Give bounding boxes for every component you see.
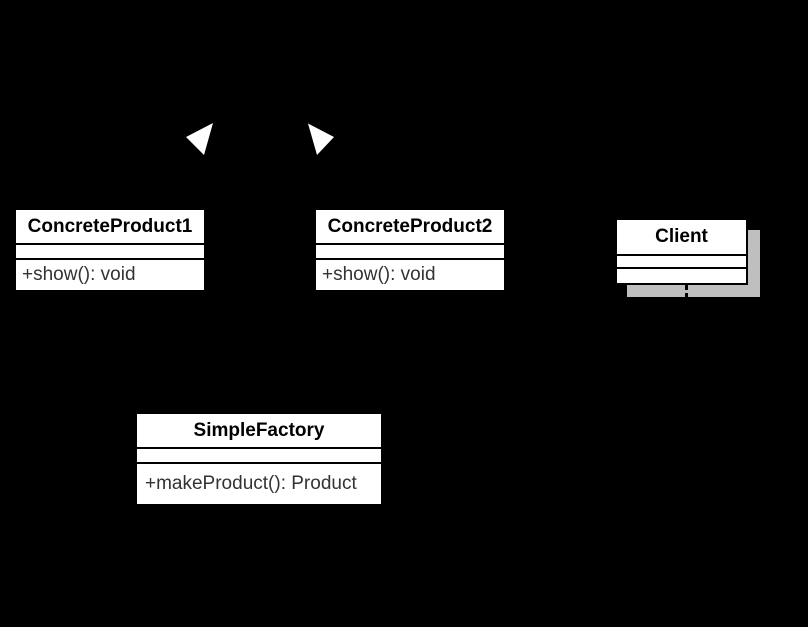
- class-title: Client: [655, 226, 708, 247]
- class-title: ConcreteProduct2: [327, 215, 493, 237]
- class-box-simple-factory: SimpleFactory +makeProduct(): Product: [135, 412, 383, 506]
- class-method: +show(): void: [22, 264, 136, 285]
- generalization-triangle-icon: [308, 123, 334, 155]
- class-box-concrete-product-1: ConcreteProduct1 +show(): void: [14, 208, 206, 292]
- class-box-client: Client: [615, 218, 748, 285]
- class-method: +makeProduct(): Product: [145, 473, 357, 494]
- class-title: SimpleFactory: [193, 419, 325, 441]
- generalization-triangle-icon: [186, 123, 213, 155]
- class-attributes-section: [137, 447, 381, 464]
- class-methods-section: [617, 269, 746, 283]
- class-attributes-section: [617, 254, 746, 269]
- class-title: ConcreteProduct1: [27, 215, 193, 237]
- class-box-concrete-product-2: ConcreteProduct2 +show(): void: [314, 208, 506, 292]
- class-attributes-section: [316, 243, 504, 260]
- class-attributes-section: [16, 243, 204, 260]
- class-method: +show(): void: [322, 264, 436, 285]
